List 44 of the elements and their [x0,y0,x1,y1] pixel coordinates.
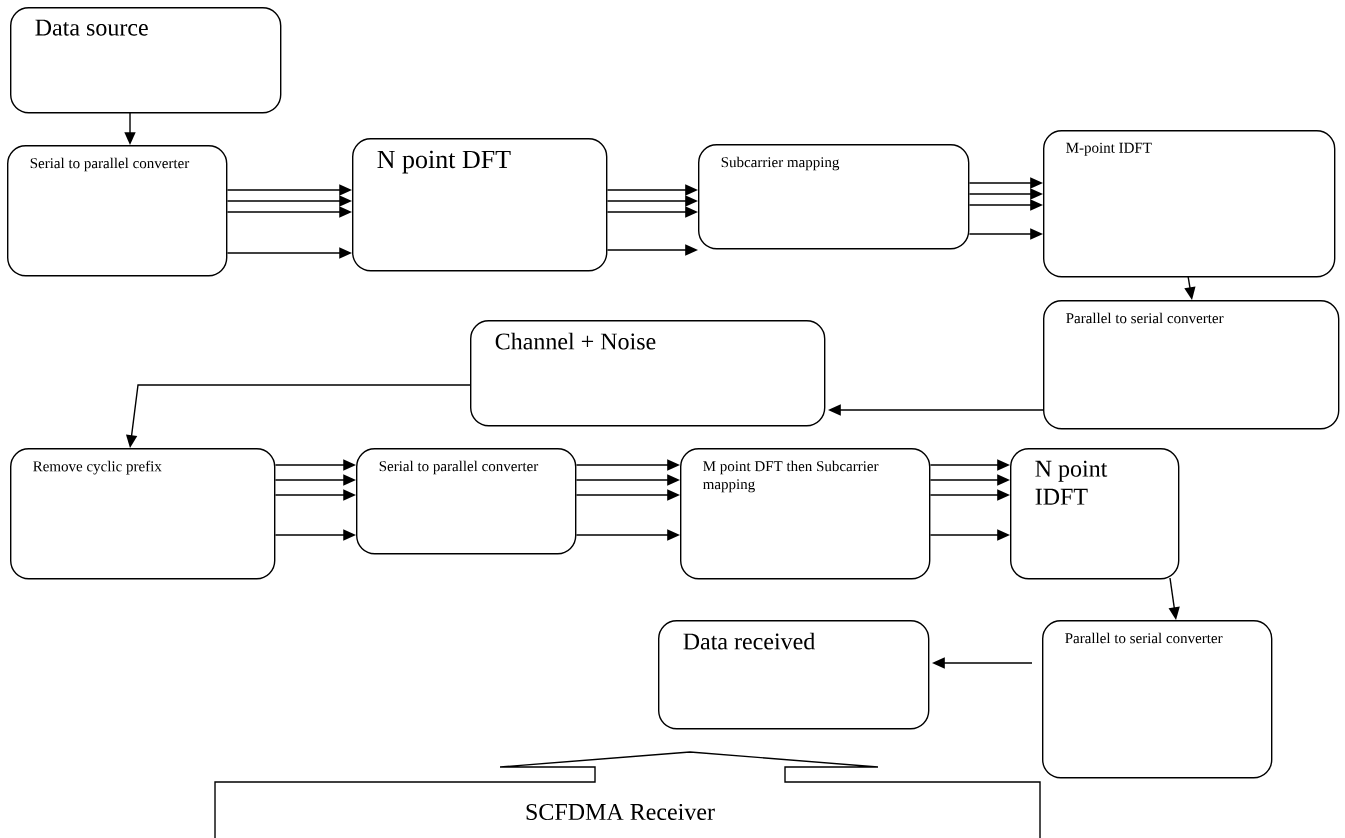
arrow [274,474,356,486]
arrow [606,195,698,207]
arrow [226,184,352,196]
arrow [575,529,680,541]
arrow [274,459,356,471]
arrow [929,529,1010,541]
arrow [606,184,698,196]
arrow [929,489,1010,501]
callout-box: SCFDMA Receiver [214,751,1041,838]
arrow [929,474,1010,486]
arrow [1184,275,1196,300]
process-box: N point DFT [352,138,608,272]
arrow [575,459,680,471]
process-box: Parallel to serial converter [1043,300,1340,430]
arrow [606,206,698,218]
arrow [226,206,352,218]
process-box: Parallel to serial converter [1042,620,1273,779]
process-box: Channel + Noise [470,320,826,427]
arrow [1168,577,1180,620]
arrow [968,177,1043,189]
arrow [968,228,1043,240]
arrow [575,474,680,486]
arrow [932,657,1033,669]
process-box: Serial to parallel converter [7,145,228,277]
process-box: Data received [658,620,930,730]
arrow [226,247,352,259]
process-box: Serial to parallel converter [356,448,577,555]
process-box: N point IDFT [1010,448,1180,580]
arrow [929,459,1010,471]
arrow [274,489,356,501]
arrow [606,244,698,256]
arrow [124,111,136,145]
arrow [125,384,471,448]
arrow [968,188,1043,200]
arrow [274,529,356,541]
process-box: Subcarrier mapping [698,144,970,250]
arrow [828,404,1044,416]
process-box: M point DFT then Subcarrier mapping [680,448,931,580]
process-box: Remove cyclic prefix [10,448,276,580]
arrow [226,195,352,207]
process-box: Data source [10,7,282,114]
arrow [575,489,680,501]
arrow [968,199,1043,211]
process-box: M-point IDFT [1043,130,1336,278]
